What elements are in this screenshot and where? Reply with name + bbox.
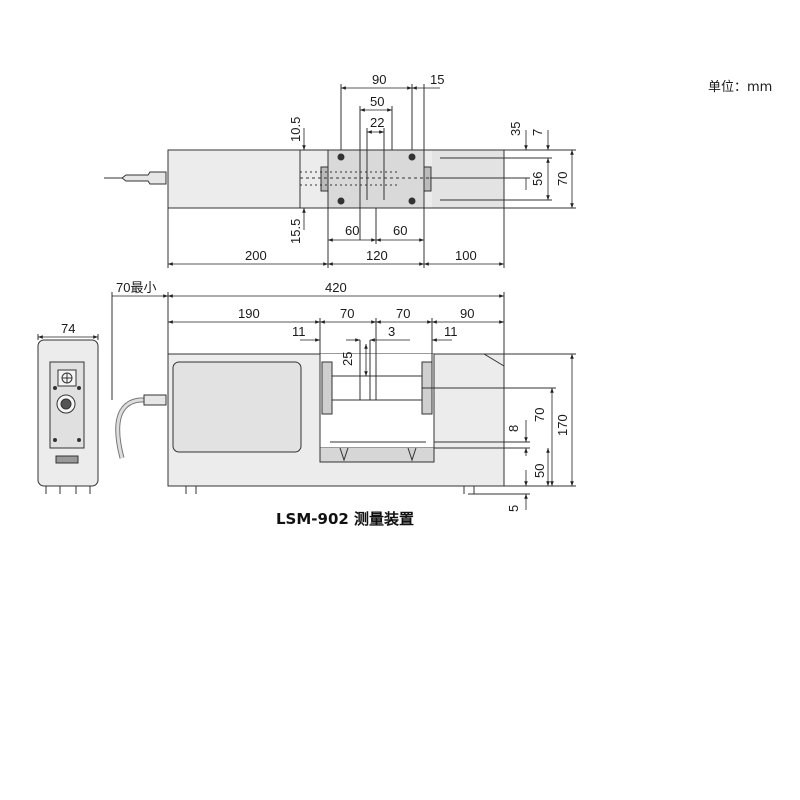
dim-420: 420 xyxy=(325,280,347,295)
dim-70: 70 xyxy=(555,172,570,186)
dim-7: 7 xyxy=(530,129,545,136)
dim-50: 50 xyxy=(532,464,547,478)
dim-60-right: 60 xyxy=(393,223,407,238)
dim-60-left: 60 xyxy=(345,223,359,238)
dim-56: 56 xyxy=(530,172,545,186)
dim-35: 35 xyxy=(508,122,523,136)
drawing-caption: LSM-902 测量装置 xyxy=(276,510,415,528)
dim-74: 74 xyxy=(61,321,75,336)
dim-8: 8 xyxy=(506,425,521,432)
top-view-labels: 90 15 50 22 10.5 15.5 35 7 56 70 60 60 2… xyxy=(245,72,570,263)
dim-120: 120 xyxy=(366,248,388,263)
dim-15: 15 xyxy=(430,72,444,87)
dim-11-a: 11 xyxy=(292,324,306,339)
dim-25: 25 xyxy=(340,352,355,366)
dim-90: 90 xyxy=(372,72,386,87)
dim-50: 50 xyxy=(370,94,384,109)
dim-200: 200 xyxy=(245,248,267,263)
dim-10-5: 10.5 xyxy=(288,117,303,142)
dim-70-b: 70 xyxy=(396,306,410,321)
dim-11-b: 11 xyxy=(444,324,458,339)
front-view-labels: 70最小 420 190 70 70 90 11 3 11 25 70 8 17… xyxy=(116,280,570,512)
side-view xyxy=(37,334,99,494)
dim-3: 3 xyxy=(388,324,395,339)
dim-5: 5 xyxy=(506,505,521,512)
front-view xyxy=(111,292,576,495)
dim-90-front: 90 xyxy=(460,306,474,321)
dim-70-vertical: 70 xyxy=(532,408,547,422)
top-view-dimension-lines xyxy=(168,86,574,266)
unit-label: 单位：mm xyxy=(708,80,773,95)
dim-100: 100 xyxy=(455,248,477,263)
dim-190: 190 xyxy=(238,306,260,321)
dim-170: 170 xyxy=(555,414,570,436)
dim-70-a: 70 xyxy=(340,306,354,321)
dim-15-5: 15.5 xyxy=(288,219,303,244)
dim-22: 22 xyxy=(370,115,384,130)
side-view-labels: 74 xyxy=(61,321,75,336)
top-view xyxy=(104,84,576,268)
dim-70-min: 70最小 xyxy=(116,280,156,295)
front-view-dimension-lines xyxy=(112,294,574,510)
